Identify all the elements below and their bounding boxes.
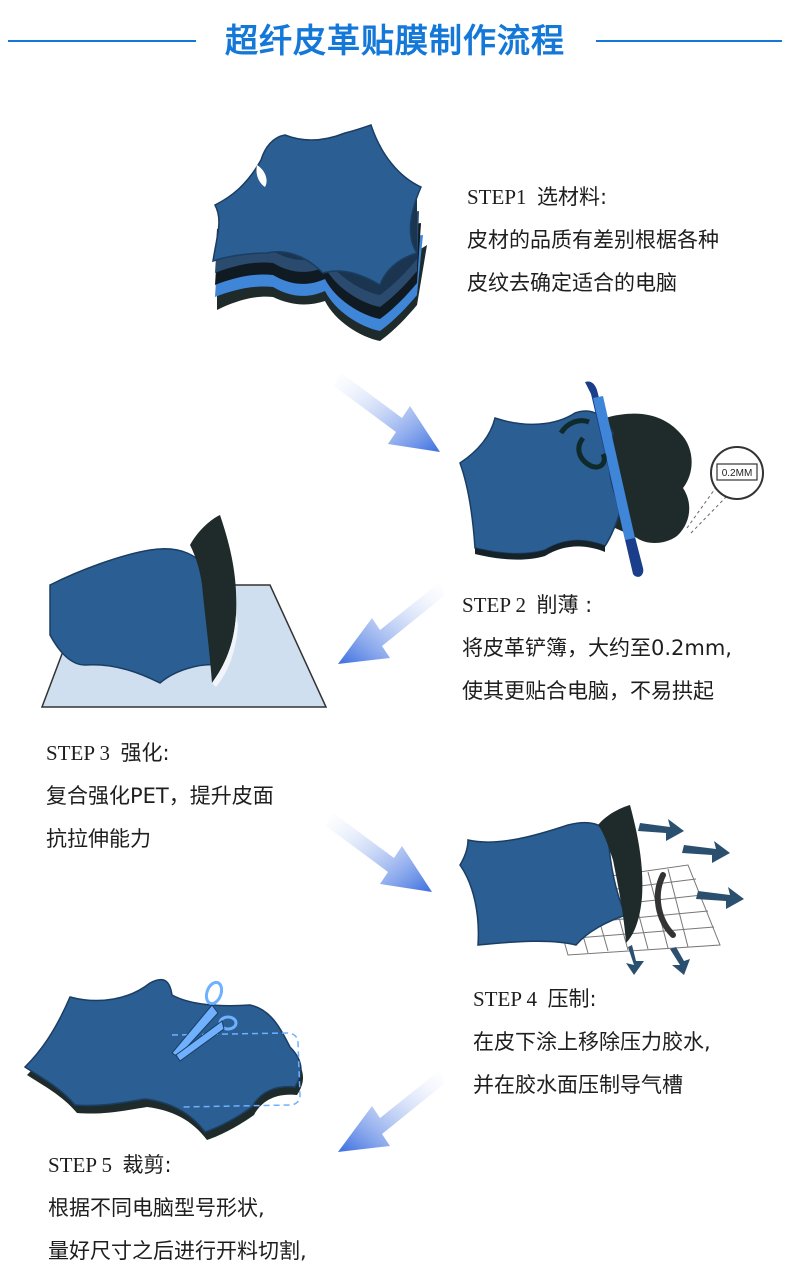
step2-line-2: 使其更贴合电脑，不易拱起 — [462, 679, 714, 703]
step4-line-2: 并在胶水面压制导气槽 — [473, 1073, 683, 1097]
step1-title: STEP1 选材料: — [467, 176, 719, 219]
flow-arrow-4 — [338, 1070, 444, 1152]
step1-line-1: 皮材的品质有差别根椐各种 — [467, 228, 719, 252]
step1-name: 选材料: — [537, 185, 608, 209]
header-line-left — [8, 40, 196, 42]
pressing-illustration — [459, 805, 744, 975]
step2-line-1: 将皮革铲簿，大约至0.2mm, — [462, 636, 732, 660]
step3-text: STEP 3 强化: 复合强化PET，提升皮面 抗拉伸能力 — [46, 732, 274, 861]
step5-title: STEP 5 裁剪: — [48, 1144, 307, 1187]
flow-arrow-3 — [326, 812, 432, 892]
step2-name: 削薄 : — [536, 593, 593, 617]
pet-lamination-illustration — [40, 515, 328, 708]
step5-line-2: 量好尺寸之后进行开料切割, — [48, 1239, 307, 1263]
step3-line-2: 抗拉伸能力 — [46, 827, 151, 851]
step2-title: STEP 2 削薄 : — [462, 584, 732, 627]
flow-arrow-2 — [338, 582, 444, 664]
header-line-right — [596, 40, 782, 42]
step1-label: STEP1 — [467, 185, 527, 209]
step4-name: 压制: — [547, 987, 597, 1011]
leather-stack-illustration — [212, 124, 427, 341]
step4-title: STEP 4 压制: — [473, 978, 711, 1021]
step2-label: STEP 2 — [462, 593, 526, 617]
step5-label: STEP 5 — [48, 1153, 112, 1177]
cutting-illustration — [23, 978, 304, 1140]
step1-text: STEP1 选材料: 皮材的品质有差别根椐各种 皮纹去确定适合的电脑 — [467, 176, 719, 305]
step3-line-1: 复合强化PET，提升皮面 — [46, 784, 274, 808]
step4-label: STEP 4 — [473, 987, 537, 1011]
step4-text: STEP 4 压制: 在皮下涂上移除压力胶水, 并在胶水面压制导气槽 — [473, 978, 711, 1107]
page-title: 超纤皮革贴膜制作流程 — [225, 21, 565, 60]
skiving-illustration: 0.2MM — [459, 381, 764, 577]
step2-text: STEP 2 削薄 : 将皮革铲簿，大约至0.2mm, 使其更贴合电脑，不易拱起 — [462, 584, 732, 713]
step4-line-1: 在皮下涂上移除压力胶水, — [473, 1030, 711, 1054]
step3-title: STEP 3 强化: — [46, 732, 274, 775]
step5-line-1: 根据不同电脑型号形状, — [48, 1196, 265, 1220]
step5-name: 裁剪: — [122, 1153, 172, 1177]
thickness-badge-text: 0.2MM — [722, 468, 753, 479]
step3-name: 强化: — [120, 741, 170, 765]
step1-line-2: 皮纹去确定适合的电脑 — [467, 271, 677, 295]
step5-text: STEP 5 裁剪: 根据不同电脑型号形状, 量好尺寸之后进行开料切割, — [48, 1144, 307, 1273]
step3-label: STEP 3 — [46, 741, 110, 765]
flow-arrow-1 — [334, 372, 440, 452]
